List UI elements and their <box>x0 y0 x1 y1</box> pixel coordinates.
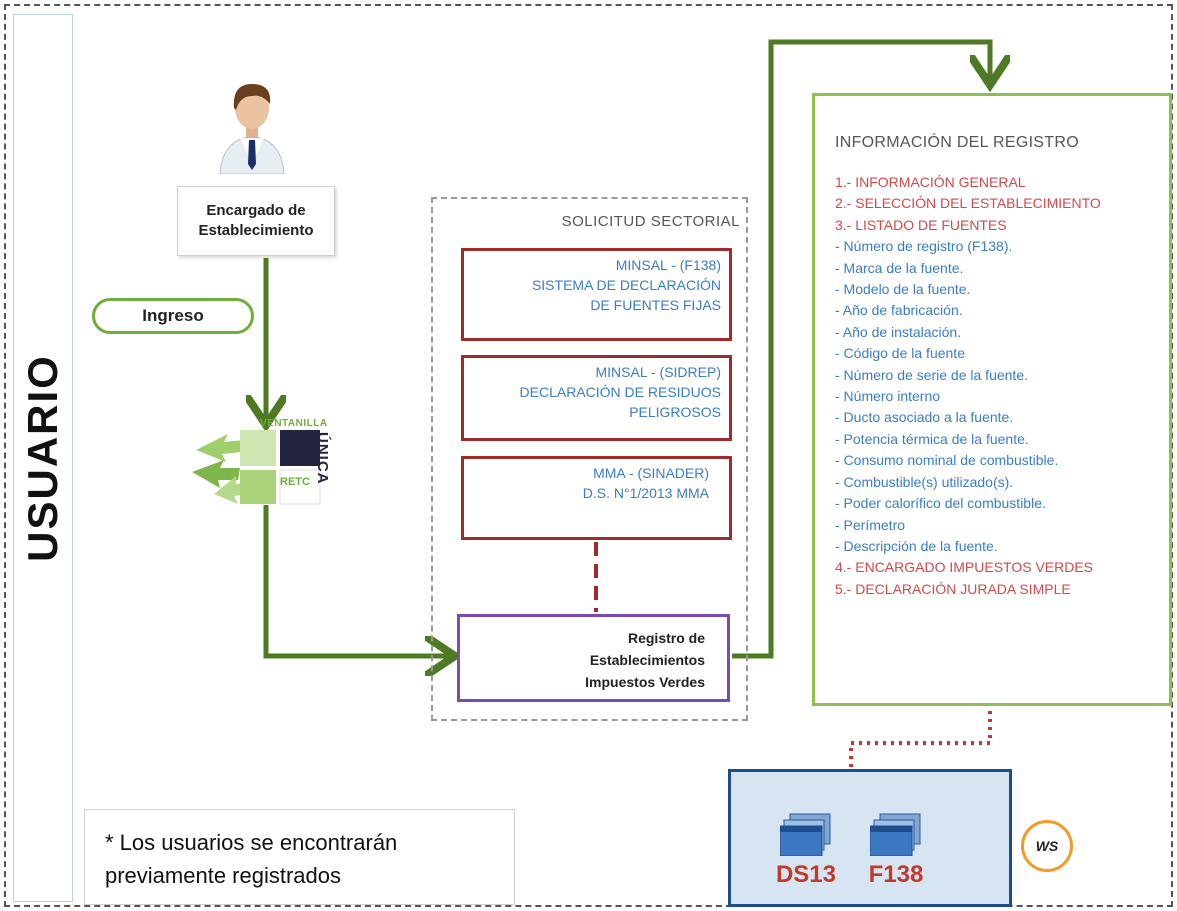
info-section: 3.- LISTADO DE FUENTES <box>835 216 1007 233</box>
info-registro-panel: INFORMACIÓN DEL REGISTRO 1.- INFORMACIÓN… <box>812 93 1172 706</box>
swimlane <box>13 14 73 902</box>
user-icon <box>219 84 285 174</box>
info-field: - Poder calorífico del combustible. <box>835 495 1046 512</box>
ingreso-pill: Ingreso <box>92 298 254 334</box>
logo-text-retc: RETC <box>280 476 310 488</box>
info-field: - Número interno <box>835 388 941 405</box>
info-field: - Código de la fuente <box>835 345 965 362</box>
info-field: - Ducto asociado a la fuente. <box>835 409 1014 426</box>
systems-box: DS13 F138 <box>728 769 1012 907</box>
info-field: - Año de instalación. <box>835 323 962 340</box>
info-field: - Potencia térmica de la fuente. <box>835 430 1029 447</box>
note-box: * Los usuarios se encontrarán previament… <box>84 809 515 905</box>
info-title: INFORMACIÓN DEL REGISTRO <box>835 134 1079 151</box>
info-field: - Año de fabricación. <box>835 302 963 319</box>
system-label: DS13 <box>775 861 837 888</box>
info-field: - Número de registro (F138). <box>835 238 1013 255</box>
info-field: - Modelo de la fuente. <box>835 281 971 298</box>
arrow-registro-to-info <box>732 39 990 659</box>
ventanilla-unica-logo: VENTANILLA ÚNICA RETC <box>188 410 338 508</box>
info-section: 5.- DECLARACIÓN JURADA SIMPLE <box>835 580 1071 597</box>
logo-text-ventanilla: VENTANILLA <box>260 418 328 429</box>
window-icon <box>869 813 921 857</box>
sectoral-box-minsal-sidrep: MINSAL - (SIDREP) DECLARACIÓN DE RESIDUO… <box>461 355 732 441</box>
system-label: F138 <box>868 861 924 888</box>
info-field: - Marca de la fuente. <box>835 259 964 276</box>
sectoral-box-minsal-f138: MINSAL - (F138) SISTEMA DE DECLARACIÓN D… <box>461 248 732 341</box>
info-field: - Número de serie de la fuente. <box>835 366 1028 383</box>
diagram-border <box>4 4 1173 907</box>
info-section: 2.- SELECCIÓN DEL ESTABLECIMIENTO <box>835 195 1101 212</box>
sectoral-box-mma-sinader: MMA - (SINADER) D.S. N°1/2013 MMA <box>461 456 732 540</box>
info-field: - Combustible(s) utilizado(s). <box>835 473 1014 490</box>
system-f138: F138 <box>861 812 931 889</box>
registro-establecimientos-box: Registro de Establecimientos Impuestos V… <box>457 614 730 702</box>
actor-label: Encargado de Establecimiento <box>177 186 335 256</box>
info-list: 1.- INFORMACIÓN GENERAL 2.- SELECCIÓN DEL… <box>835 172 1169 600</box>
arrow-logo-to-registro <box>263 505 450 656</box>
info-field: - Descripción de la fuente. <box>835 537 998 554</box>
dotted-ws-connector <box>849 695 992 767</box>
logo-text-unica: ÚNICA <box>314 432 331 485</box>
info-field: - Consumo nominal de combustible. <box>835 452 1059 469</box>
solicitud-sectorial-title: SOLICITUD SECTORIAL <box>561 213 740 230</box>
solicitud-sectorial-group <box>431 197 748 721</box>
info-field: - Perímetro <box>835 516 906 533</box>
window-icon <box>779 813 831 857</box>
info-section: 4.- ENCARGADO IMPUESTOS VERDES <box>835 559 1094 576</box>
info-section: 1.- INFORMACIÓN GENERAL <box>835 174 1026 190</box>
web-service-badge: WS <box>1021 820 1073 872</box>
system-ds13: DS13 <box>771 812 841 889</box>
